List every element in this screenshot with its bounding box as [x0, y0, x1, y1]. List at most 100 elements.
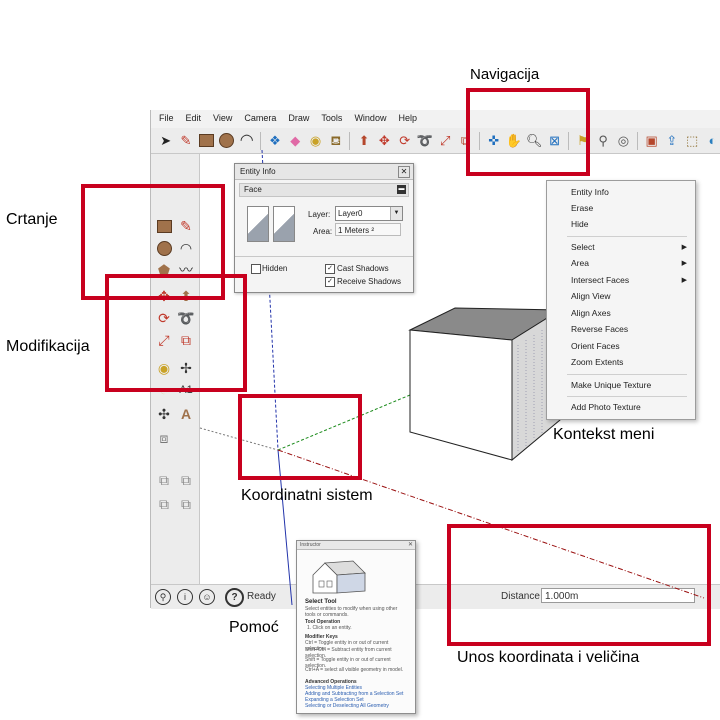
eraser-icon[interactable]: ◆: [290, 133, 301, 148]
ctx-entity-info[interactable]: Entity Info: [571, 187, 609, 197]
arc-tool-icon[interactable]: ◠: [179, 240, 193, 256]
offset-icon[interactable]: ⧉: [460, 133, 471, 148]
zoom-icon[interactable]: 🔍︎: [526, 133, 543, 148]
push-pull-icon[interactable]: ⬆: [358, 133, 370, 148]
credits-icon[interactable]: i: [177, 589, 193, 605]
menu-draw[interactable]: Draw: [288, 113, 310, 123]
receive-shadows-checkbox[interactable]: ✓: [325, 277, 335, 287]
orbit-tool-icon[interactable]: ⧈: [159, 430, 169, 446]
user-account-icon[interactable]: ☺: [199, 589, 215, 605]
entity-info-titlebar[interactable]: Entity Info ✕: [235, 164, 413, 180]
label-modifikacija: Modifikacija: [6, 338, 90, 355]
google-earth-icon[interactable]: ◐: [708, 133, 717, 148]
section-plane-tool-icon[interactable]: ⧉: [159, 472, 169, 488]
ctx-zoom-extents[interactable]: Zoom Extents: [571, 357, 624, 367]
toolbar-separator: [349, 131, 351, 150]
menu-window[interactable]: Window: [354, 113, 387, 123]
menu-help[interactable]: Help: [398, 113, 417, 123]
follow-me-tool-icon[interactable]: ➰: [177, 310, 195, 326]
measurements-input[interactable]: 1.000m: [541, 588, 695, 603]
label-koordinatni-sistem: Koordinatni sistem: [241, 487, 373, 504]
move-icon[interactable]: ✥: [378, 133, 390, 148]
section-cut-tool-icon[interactable]: ⧉: [159, 496, 169, 512]
panel-divider: [235, 256, 413, 257]
help-advanced-link-2[interactable]: Adding and Subtracting from a Selection …: [305, 691, 404, 697]
blue-axis: [277, 449, 293, 606]
polygon-tool-icon[interactable]: ⬟: [157, 262, 171, 278]
look-around-icon[interactable]: ◎: [617, 133, 630, 148]
select-arrow-icon[interactable]: ➤: [160, 133, 172, 148]
menu-separator: [567, 396, 687, 397]
modification-highlight-box: [105, 274, 247, 392]
help-advanced-link-4[interactable]: Selecting or Deselecting All Geometry: [305, 703, 389, 709]
menu-edit[interactable]: Edit: [185, 113, 202, 123]
walk-icon[interactable]: ⚲: [598, 133, 608, 148]
geo-location-icon[interactable]: ⚲: [155, 589, 171, 605]
pencil-icon[interactable]: ✎: [180, 133, 192, 148]
menu-tools[interactable]: Tools: [321, 113, 343, 123]
layer-select[interactable]: Layer0 ▼: [335, 206, 403, 221]
rectangle-icon[interactable]: [198, 132, 215, 150]
section-display-tool-icon[interactable]: ⧉: [181, 472, 191, 488]
warehouse-icon[interactable]: ▣: [645, 133, 658, 148]
ctx-orient-faces[interactable]: Orient Faces: [571, 341, 620, 351]
collapse-icon[interactable]: ▬: [397, 185, 406, 194]
entity-type-header: Face ▬: [239, 183, 409, 197]
hidden-checkbox[interactable]: [251, 264, 261, 274]
paint-bucket-icon[interactable]: ⛾: [330, 133, 342, 148]
axes-tool-icon[interactable]: ✣: [158, 406, 170, 422]
ctx-intersect-faces[interactable]: Intersect Faces: [571, 275, 630, 285]
pan-hand-icon[interactable]: ✋: [505, 133, 523, 148]
arc-icon[interactable]: ◠: [239, 131, 254, 149]
ctx-area[interactable]: Area: [571, 258, 589, 268]
section-fill-tool-icon[interactable]: ⧉: [181, 496, 191, 512]
cast-shadows-checkbox[interactable]: ✓: [325, 264, 335, 274]
ctx-hide[interactable]: Hide: [571, 219, 589, 229]
menu-view[interactable]: View: [213, 113, 233, 123]
components-icon[interactable]: ⬚: [686, 133, 699, 148]
help-operation-heading: Tool Operation: [305, 619, 341, 625]
front-material-swatch[interactable]: [247, 206, 269, 242]
close-icon[interactable]: ✕: [398, 166, 410, 178]
box-front-face[interactable]: [409, 329, 513, 461]
circle-tool-icon[interactable]: [154, 238, 174, 258]
help-advanced-link-1[interactable]: Selecting Multiple Entities: [305, 685, 362, 691]
position-camera-icon[interactable]: ⚑: [576, 133, 589, 148]
label-pomoc: Pomoć: [229, 619, 279, 636]
back-material-swatch[interactable]: [273, 206, 295, 242]
ctx-erase[interactable]: Erase: [571, 203, 594, 213]
dimension-tool-icon[interactable]: ✢: [180, 360, 192, 376]
ctx-reverse-faces[interactable]: Reverse Faces: [571, 324, 629, 334]
follow-me-icon[interactable]: ➰: [416, 133, 434, 148]
rectangle-tool-icon[interactable]: [154, 216, 174, 236]
circle-icon[interactable]: [218, 132, 235, 150]
menu-file[interactable]: File: [159, 113, 174, 123]
scale-icon[interactable]: ⤢: [440, 133, 451, 148]
rotate-tool-icon[interactable]: ⟳: [158, 310, 170, 326]
share-model-icon[interactable]: ⇪: [666, 133, 678, 148]
ctx-make-unique-texture[interactable]: Make Unique Texture: [571, 380, 652, 390]
ctx-add-photo-texture[interactable]: Add Photo Texture: [571, 402, 641, 412]
3d-text-tool-icon[interactable]: A: [180, 406, 192, 422]
offset-tool-icon[interactable]: ⧉: [181, 332, 191, 348]
close-icon[interactable]: ✕: [407, 542, 413, 548]
tape-measure-icon[interactable]: ◉: [309, 133, 322, 148]
freehand-tool-icon[interactable]: 〰: [179, 262, 193, 278]
line-tool-icon[interactable]: ✎: [180, 218, 192, 234]
green-axis: [277, 394, 411, 451]
menu-camera[interactable]: Camera: [244, 113, 277, 123]
toolbar-separator: [568, 131, 570, 150]
help-advanced-link-3[interactable]: Expanding a Selection Set: [305, 697, 364, 703]
chevron-down-icon[interactable]: ▼: [390, 207, 402, 220]
instructor-titlebar[interactable]: Instructor ✕: [297, 541, 415, 550]
rotate-icon[interactable]: ⟳: [399, 133, 411, 148]
ctx-select[interactable]: Select: [571, 242, 595, 252]
help-question-icon[interactable]: ?: [225, 588, 244, 607]
orbit-icon[interactable]: ✜: [488, 133, 500, 148]
zoom-extents-icon[interactable]: ⊠: [549, 133, 561, 148]
ctx-align-axes[interactable]: Align Axes: [571, 308, 611, 318]
make-component-icon[interactable]: ❖: [269, 133, 281, 148]
scale-tool-icon[interactable]: ⤢: [158, 332, 170, 348]
ctx-align-view[interactable]: Align View: [571, 291, 611, 301]
tape-measure-tool-icon[interactable]: ◉: [157, 360, 171, 376]
